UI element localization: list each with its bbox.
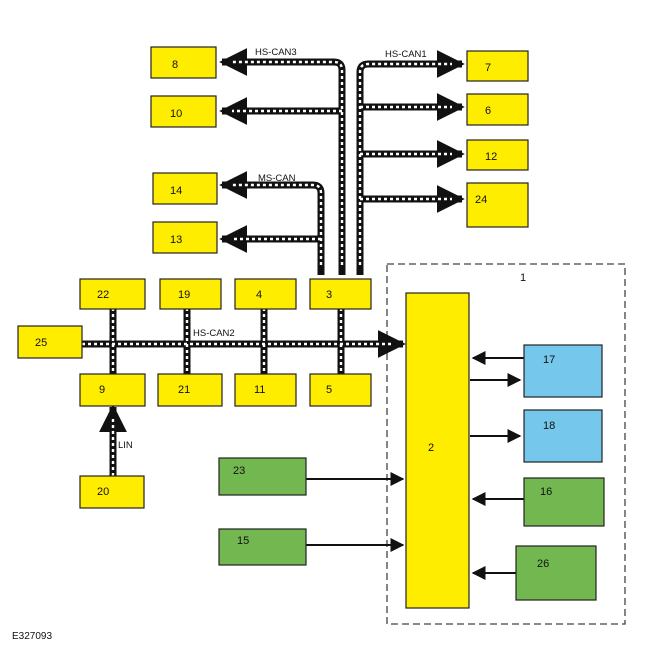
module-8: 8 bbox=[150, 46, 217, 79]
module-20-label: 20 bbox=[97, 486, 109, 498]
module-22: 22 bbox=[79, 278, 146, 310]
module-14: 14 bbox=[152, 172, 218, 205]
module-4-label: 4 bbox=[256, 289, 262, 301]
module-25-label: 25 bbox=[35, 337, 47, 349]
module-19: 19 bbox=[159, 278, 222, 310]
module-16-label: 16 bbox=[540, 486, 552, 498]
module-23: 23 bbox=[218, 457, 307, 496]
module-15-label: 15 bbox=[237, 535, 249, 547]
module-4: 4 bbox=[234, 278, 297, 310]
module-3: 3 bbox=[309, 278, 372, 310]
module-8-label: 8 bbox=[172, 59, 178, 71]
module-18-label: 18 bbox=[543, 420, 555, 432]
module-5-label: 5 bbox=[326, 384, 332, 396]
module-21: 21 bbox=[157, 373, 223, 407]
module-3-label: 3 bbox=[326, 289, 332, 301]
module-22-label: 22 bbox=[97, 289, 109, 301]
module-12: 12 bbox=[466, 139, 529, 171]
module-5: 5 bbox=[309, 373, 372, 407]
module-17: 17 bbox=[523, 344, 603, 398]
module-11-label: 11 bbox=[254, 384, 265, 396]
signal-arrows bbox=[306, 351, 524, 580]
module-26-label: 26 bbox=[537, 558, 549, 570]
diagram-reference-id: E327093 bbox=[12, 631, 52, 642]
bus-label-hs-can1: HS-CAN1 bbox=[385, 49, 427, 60]
module-18: 18 bbox=[523, 409, 603, 463]
module-20: 20 bbox=[79, 475, 145, 509]
gateway-group-boundary bbox=[386, 263, 626, 625]
module-12-label: 12 bbox=[485, 151, 497, 163]
module-1-label: 1 bbox=[520, 272, 526, 284]
module-16: 16 bbox=[523, 477, 605, 527]
bus-label-hs-can3: HS-CAN3 bbox=[255, 47, 297, 58]
module-9-label: 9 bbox=[99, 384, 105, 396]
module-24-label: 24 bbox=[475, 194, 487, 206]
module-7: 7 bbox=[466, 50, 529, 82]
module-23-label: 23 bbox=[233, 465, 245, 477]
module-7-label: 7 bbox=[485, 62, 491, 74]
module-10-label: 10 bbox=[170, 108, 182, 120]
module-2-label: 2 bbox=[428, 442, 434, 454]
module-11: 11 bbox=[234, 373, 297, 407]
module-14-label: 14 bbox=[170, 185, 182, 197]
bus-label-ms-can: MS-CAN bbox=[258, 173, 296, 184]
module-13: 13 bbox=[152, 221, 218, 254]
bus-lines-light bbox=[82, 60, 452, 476]
module-26: 26 bbox=[515, 545, 597, 601]
bus-lines-dark bbox=[82, 48, 465, 476]
module-10: 10 bbox=[150, 95, 217, 128]
module-15: 15 bbox=[218, 528, 307, 566]
module-6: 6 bbox=[466, 93, 529, 126]
module-9: 9 bbox=[79, 373, 146, 407]
module-6-label: 6 bbox=[485, 105, 491, 117]
module-2: 2 bbox=[405, 292, 470, 609]
module-24: 24 bbox=[466, 182, 529, 228]
module-13-label: 13 bbox=[170, 234, 182, 246]
module-17-label: 17 bbox=[543, 354, 555, 366]
module-25: 25 bbox=[17, 325, 83, 359]
bus-label-hs-can2: HS-CAN2 bbox=[193, 328, 235, 339]
module-21-label: 21 bbox=[178, 384, 190, 396]
bus-label-lin: LIN bbox=[118, 440, 133, 451]
module-19-label: 19 bbox=[178, 289, 190, 301]
